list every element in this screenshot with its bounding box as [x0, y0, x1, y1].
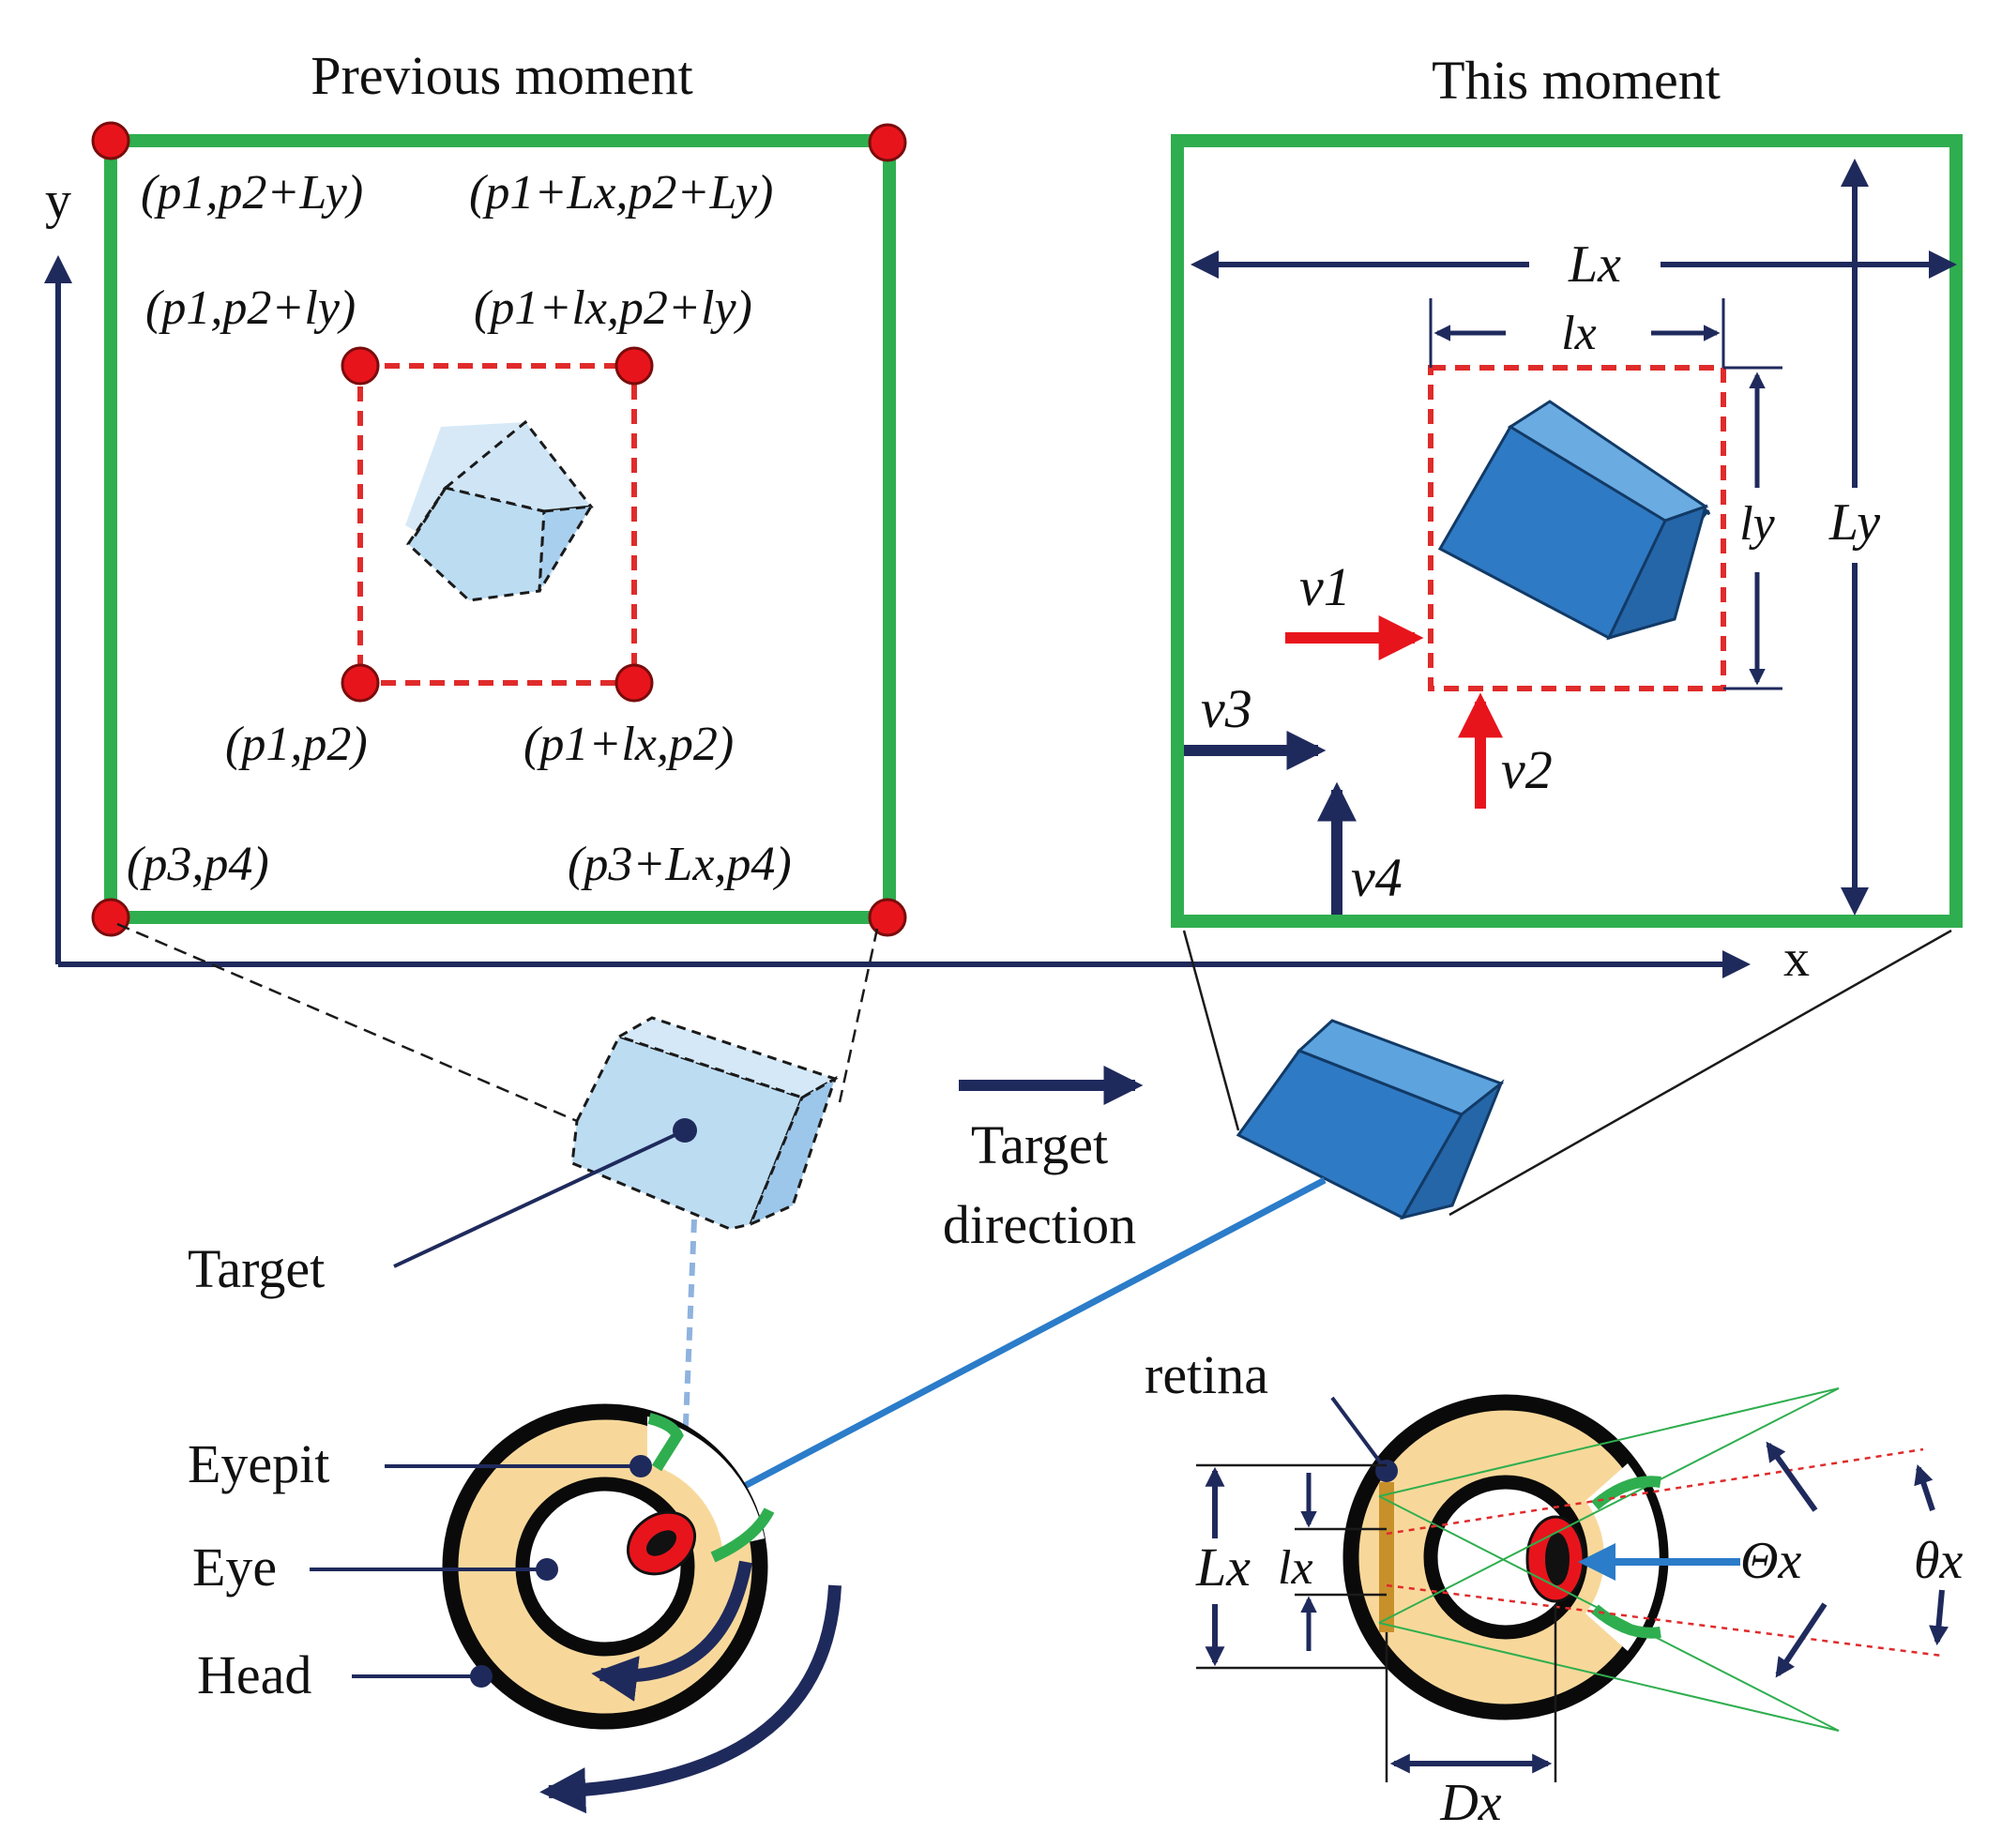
x-axis-label: x	[1783, 930, 1810, 988]
head-right	[1196, 1387, 1949, 1782]
eyepit-green-bottom	[710, 1507, 775, 1563]
cube-icon	[570, 1016, 839, 1231]
Lx-retina-label: Lx	[1195, 1537, 1251, 1598]
projection-lines	[116, 922, 1952, 1217]
eyepit-gap	[647, 1416, 765, 1548]
eye-label: Eye	[192, 1537, 277, 1598]
eyepit-gap	[1585, 1463, 1660, 1651]
lx-label: lx	[1561, 307, 1597, 360]
current-sight-line	[683, 1176, 1327, 1519]
coordinate-axes: y x	[44, 172, 1810, 988]
current-inner-box	[1428, 365, 1726, 691]
rotation-arrow-icon	[591, 1560, 752, 1702]
label-inner-bottom-left: (p1,p2)	[225, 718, 368, 771]
label-inner-bottom-right: (p1+lx,p2)	[523, 718, 734, 771]
this-moment-panel: Lx lx Ly ly v1 v2 v3 v4	[1171, 134, 1963, 928]
cube-icon	[405, 419, 594, 602]
fov-line-lower	[1378, 1622, 1840, 1732]
retina-strip	[1379, 1482, 1394, 1632]
label-outer-bottom-left: (p3,p4)	[127, 838, 269, 891]
label-inner-top-right: (p1+lx,p2+ly)	[474, 281, 752, 335]
corner-point-icon	[614, 346, 654, 386]
corner-point-icon	[91, 898, 130, 937]
v4-label: v4	[1351, 847, 1403, 908]
head-label: Head	[197, 1644, 311, 1705]
cube-icon	[1236, 1019, 1505, 1220]
v1-label: v1	[1299, 556, 1351, 617]
rotation-arrow-icon	[539, 1584, 842, 1814]
theta-x-label: θx	[1914, 1532, 1964, 1590]
label-outer-top-left: (p1,p2+Ly)	[141, 166, 363, 220]
head-left	[310, 1403, 842, 1814]
retina-leader	[1330, 1396, 1388, 1473]
fov-line-upper-2	[1378, 1387, 1840, 1624]
previous-inner-box	[357, 363, 637, 686]
previous-moment-panel: (p1,p2+Ly) (p1+Lx,p2+Ly) (p1,p2+ly) (p1+…	[91, 121, 907, 937]
target-leader-line	[393, 1128, 686, 1268]
retina-label: retina	[1145, 1344, 1268, 1405]
corner-point-icon	[868, 898, 907, 937]
target-direction-label-1: Target	[971, 1114, 1108, 1175]
Theta-arrow-bottom	[1775, 1602, 1828, 1678]
fov-line-lower-2	[1378, 1495, 1840, 1732]
this-moment-title: This moment	[1432, 50, 1721, 111]
Dx-label: Dx	[1439, 1774, 1501, 1832]
Theta-arrow-top	[1766, 1441, 1818, 1512]
corner-point-icon	[341, 346, 380, 386]
label-outer-bottom-right: (p3+Lx,p4)	[568, 838, 792, 891]
target-direction-label-2: direction	[943, 1194, 1136, 1255]
corner-point-icon	[614, 663, 654, 703]
cube-icon	[1437, 400, 1711, 641]
label-inner-top-left: (p1,p2+ly)	[145, 281, 356, 335]
eye-icon	[1525, 1515, 1585, 1603]
previous-outer-frame	[104, 134, 896, 924]
ly-label: ly	[1739, 497, 1775, 551]
target-fov-upper	[1386, 1447, 1924, 1536]
theta-arrow-top	[1914, 1464, 1935, 1511]
label-outer-top-right: (p1+Lx,p2+Ly)	[469, 166, 773, 220]
Ly-label: Ly	[1828, 493, 1880, 552]
v2-label: v2	[1501, 739, 1553, 800]
corner-point-icon	[341, 663, 380, 703]
current-outer-frame	[1171, 134, 1963, 928]
eyepit-label: Eyepit	[188, 1433, 329, 1494]
Lx-label: Lx	[1568, 235, 1621, 294]
eyepit-green-top	[647, 1413, 684, 1472]
Theta-x-label: Θx	[1740, 1532, 1801, 1590]
theta-arrow-bottom	[1929, 1589, 1949, 1646]
fov-line-upper	[1378, 1387, 1840, 1497]
eye-icon	[626, 1510, 697, 1576]
v3-label: v3	[1201, 678, 1252, 739]
corner-point-icon	[868, 123, 907, 162]
y-axis-label: y	[45, 172, 71, 230]
lx-retina-label: lx	[1278, 1541, 1313, 1595]
target-fov-lower	[1386, 1583, 1943, 1658]
target-label: Target	[188, 1238, 325, 1299]
previous-moment-title: Previous moment	[311, 45, 693, 106]
corner-point-icon	[91, 121, 130, 160]
